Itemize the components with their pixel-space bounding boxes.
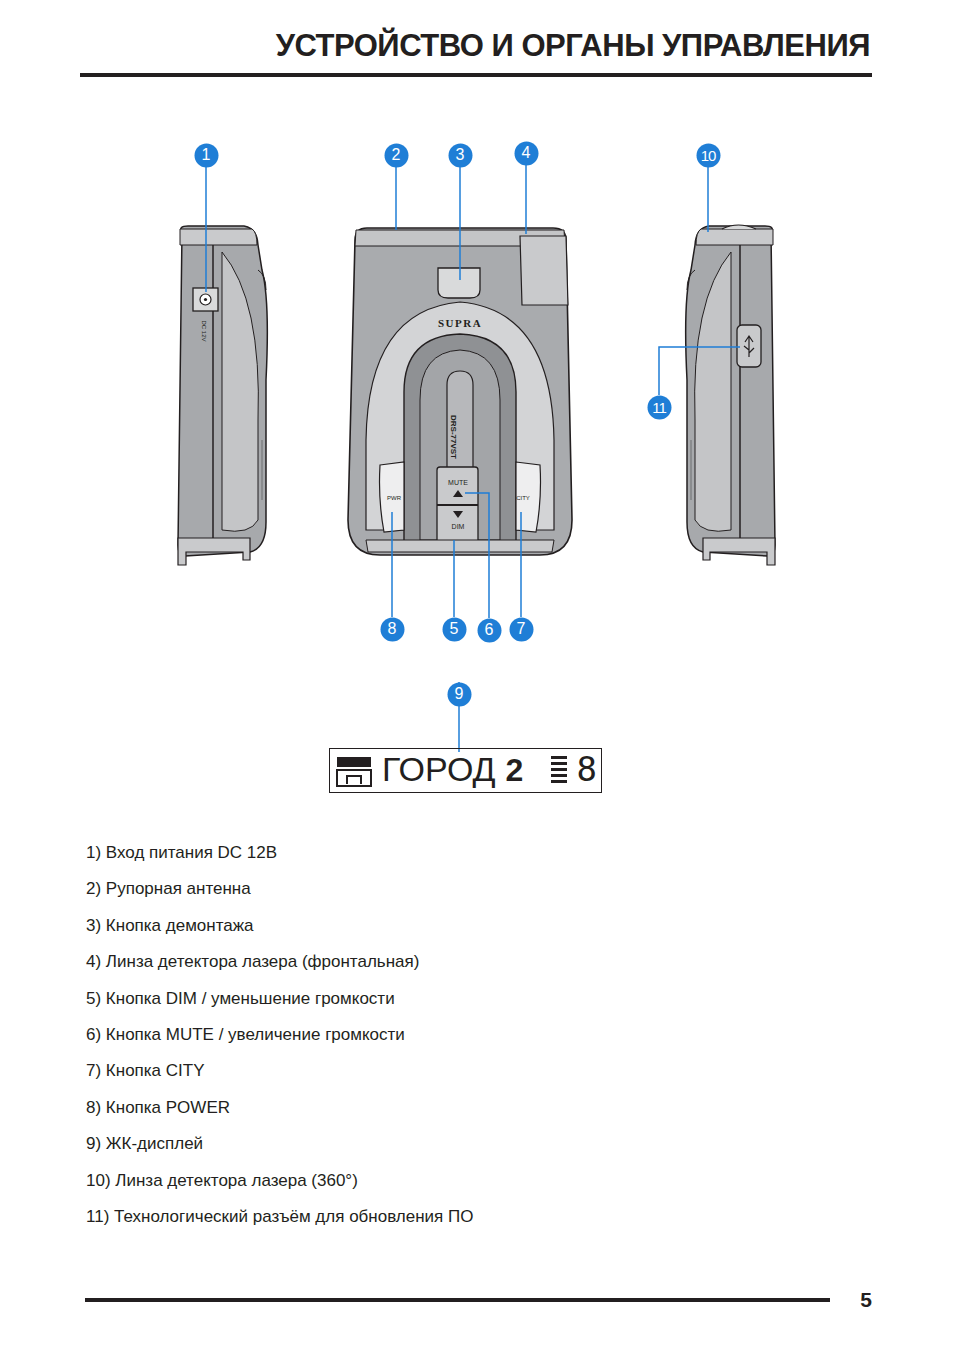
- callout-number: 7: [509, 617, 534, 642]
- callout-number: 11: [647, 395, 672, 420]
- callout-disc: [696, 143, 720, 167]
- callout-number: 4: [514, 141, 539, 166]
- part-list-item: 5) Кнопка DIM / уменьшение громкости: [86, 990, 395, 1007]
- display-digit: 8: [577, 752, 597, 786]
- callout-number: 1: [194, 143, 219, 168]
- button-label: DIM: [452, 523, 465, 530]
- button-label: PWR: [387, 495, 401, 501]
- callout-number: 6: [477, 618, 502, 643]
- callout-disc: [380, 617, 404, 641]
- callout-number: 8: [380, 617, 405, 642]
- button-label: CITY: [516, 495, 530, 501]
- callout-number: 9: [447, 682, 472, 707]
- model-label: DRS-77VST: [449, 415, 457, 459]
- callout-disc: [442, 617, 466, 641]
- part-list-item: 2) Рупорная антенна: [86, 880, 251, 897]
- part-list-item: 4) Линза детектора лазера (фронтальная): [86, 953, 419, 970]
- display-level: 2: [506, 754, 524, 786]
- page-title: УСТРОЙСТВО И ОРГАНЫ УПРАВЛЕНИЯ: [276, 30, 870, 61]
- lcd-display: ГОРОД 2 8: [329, 748, 602, 793]
- callout-number: 8: [380, 617, 405, 642]
- part-list-item: 8) Кнопка POWER: [86, 1099, 230, 1116]
- callout-disc: [647, 395, 671, 419]
- part-list-item: 11) Технологический разъём для обновлени…: [86, 1208, 473, 1225]
- part-list-item: 10) Линза детектора лазера (360°): [86, 1172, 358, 1189]
- callout-number: 4: [514, 141, 539, 166]
- part-list-item: 1) Вход питания DC 12В: [86, 844, 277, 861]
- callout-number: 7: [509, 617, 534, 642]
- part-list-item: 7) Кнопка CITY: [86, 1062, 205, 1079]
- callout-disc: [384, 143, 408, 167]
- part-list-item: 9) ЖК-дисплей: [86, 1135, 203, 1152]
- callout-disc: [477, 618, 501, 642]
- callout-number: 1: [194, 143, 219, 168]
- callout-number: 5: [442, 617, 467, 642]
- button-label: MUTE: [448, 479, 468, 486]
- port-label: DC 12V: [201, 320, 207, 341]
- callout-number: 3: [448, 143, 473, 168]
- callout-number: 3: [448, 143, 473, 168]
- part-list-item: 6) Кнопка MUTE / увеличение громкости: [86, 1026, 405, 1043]
- callout-disc: [448, 143, 472, 167]
- callout-disc: [514, 141, 538, 165]
- callout-number: 11: [647, 395, 672, 420]
- callout-number: 2: [384, 143, 409, 168]
- callout-number: 2: [384, 143, 409, 168]
- callout-number: 9: [447, 682, 472, 707]
- callout-number: 10: [696, 143, 721, 168]
- callout-number: 6: [477, 618, 502, 643]
- callout-disc: [194, 143, 218, 167]
- callout-number: 5: [442, 617, 467, 642]
- brand-label: SUPRA: [438, 318, 482, 329]
- callout-number: 10: [696, 143, 721, 168]
- callout-disc: [447, 682, 471, 706]
- page-number: 5: [860, 1289, 872, 1310]
- display-mode: ГОРОД: [382, 752, 496, 786]
- callout-disc: [509, 617, 533, 641]
- part-list-item: 3) Кнопка демонтажа: [86, 917, 254, 934]
